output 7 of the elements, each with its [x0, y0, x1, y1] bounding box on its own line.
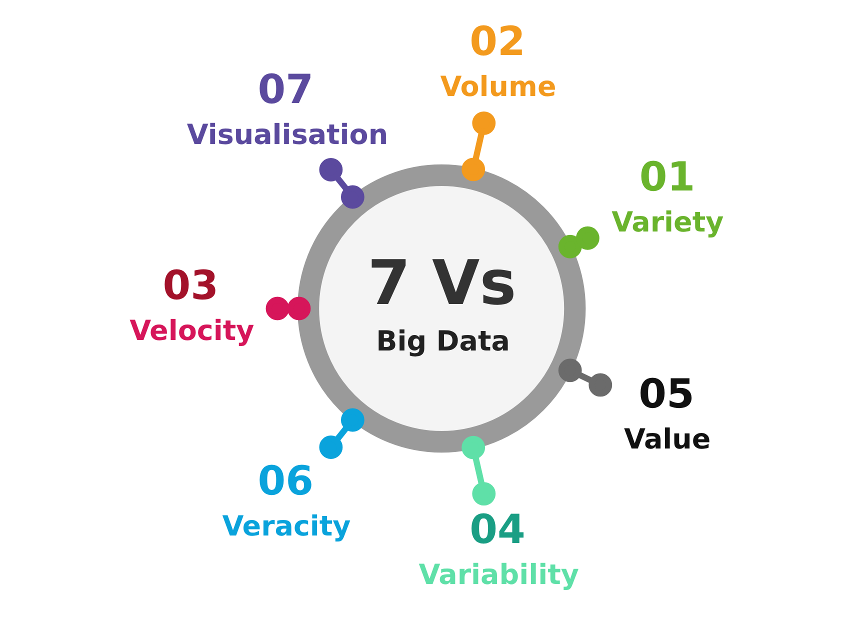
node-text: 07 Visualisation: [186, 67, 388, 152]
node-text: 03 Velocity: [130, 262, 254, 347]
node-text: 04 Variability: [418, 507, 579, 592]
node-text: 01 Variety: [612, 154, 724, 238]
node-text: 02 Volume: [440, 18, 556, 103]
node-text: 06 Veracity: [222, 458, 351, 543]
node-text: 05 Value: [624, 372, 711, 456]
